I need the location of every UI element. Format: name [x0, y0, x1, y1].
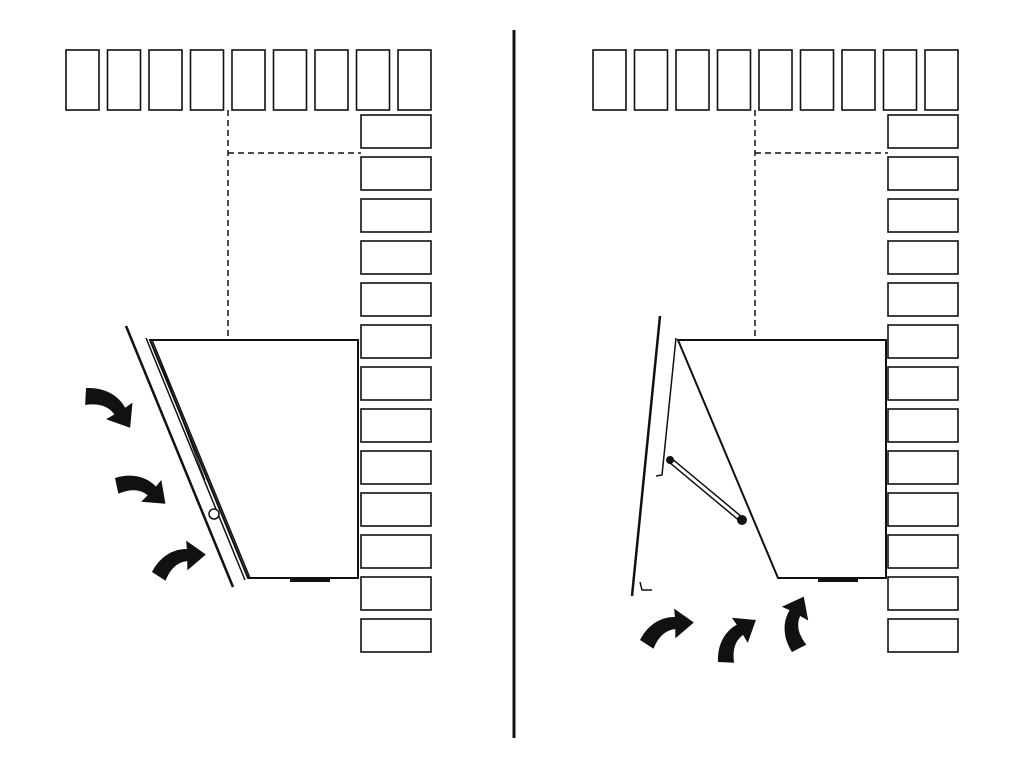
hood-panel-closed [65, 49, 432, 653]
airflow-arrow-icon [639, 602, 694, 660]
wall-brick [360, 324, 432, 359]
hood-bottom-light [818, 578, 858, 582]
ceiling-brick [675, 49, 710, 111]
ceiling-brick [355, 49, 391, 111]
airflow-arrow-icon [114, 472, 166, 508]
hood-body [148, 339, 359, 579]
ceiling-brick [924, 49, 959, 111]
ceiling-brick [189, 49, 225, 111]
ceiling-brick [841, 49, 876, 111]
wall-brick [887, 198, 959, 233]
glass-panel-open [630, 315, 662, 597]
ceiling-brick [592, 49, 627, 111]
ceiling-brick [633, 49, 669, 111]
hood-bottom-light [290, 578, 330, 582]
hinge-arm [159, 359, 206, 481]
strut-pivot-icon [737, 515, 747, 525]
ceiling-brick [716, 49, 752, 111]
wall-brick [360, 576, 432, 611]
wall-brick [360, 492, 432, 527]
ceiling-brick [397, 49, 432, 111]
ceiling-brick [65, 49, 100, 111]
ceiling-brick [106, 49, 142, 111]
wall-brick [887, 618, 959, 653]
wall-brick [887, 240, 959, 275]
chimney-outline-dashed [754, 110, 888, 336]
wall-brick [360, 282, 432, 317]
hinge-icon [208, 508, 220, 520]
ceiling-brick [314, 49, 349, 111]
wall-brick [887, 324, 959, 359]
wall-brick [887, 576, 959, 611]
gas-strut-inner [669, 458, 743, 522]
chimney-outline-dashed [227, 110, 361, 336]
ceiling-brick [758, 49, 793, 111]
glass-panel [124, 325, 235, 588]
ceiling-brick [231, 49, 266, 111]
panel-hook [639, 581, 652, 591]
wall-brick [887, 156, 959, 191]
wall-brick [360, 408, 432, 443]
airflow-arrow-icon [774, 596, 821, 653]
wall-brick [887, 534, 959, 569]
wall-brick [360, 450, 432, 485]
ceiling-brick [882, 49, 918, 111]
wall-brick [360, 240, 432, 275]
ceiling-brick [799, 49, 835, 111]
wall-brick [360, 618, 432, 653]
wall-brick [887, 366, 959, 401]
wall-brick [360, 156, 432, 191]
hood-body [676, 339, 887, 579]
hood-panel-open [592, 49, 959, 668]
wall-brick [360, 366, 432, 401]
wall-brick [887, 450, 959, 485]
glass-panel-frame [655, 337, 677, 477]
wall-brick [887, 408, 959, 443]
airflow-arrow-icon [716, 614, 756, 668]
ceiling-brick [272, 49, 308, 111]
strut-pivot-icon [666, 456, 674, 464]
wall-brick [360, 534, 432, 569]
airflow-arrow-icon [151, 534, 206, 592]
wall-brick [360, 198, 432, 233]
ceiling-brick [148, 49, 183, 111]
wall-brick [360, 114, 432, 149]
wall-brick [887, 492, 959, 527]
airflow-arrow-icon [80, 386, 136, 428]
wall-brick [887, 114, 959, 149]
glass-panel-frame [145, 337, 251, 581]
wall-brick [887, 282, 959, 317]
